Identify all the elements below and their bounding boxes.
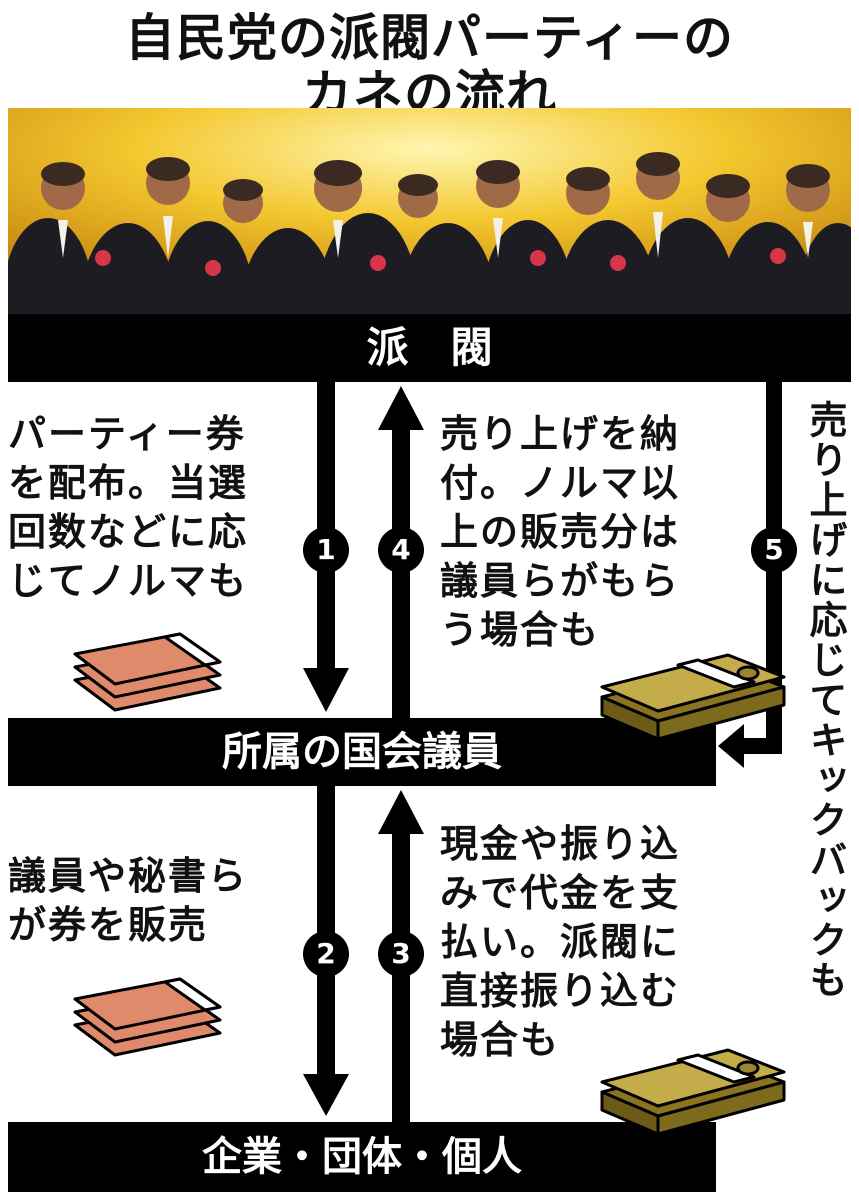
- lawmaker-label: 所属の国会議員: [222, 729, 502, 775]
- step-1-text: パーティー券 を配布。当選 回数などに応 じてノルマも: [8, 410, 248, 606]
- step-3-line: 現金や振り込: [440, 822, 681, 866]
- step-3-line: みで代金を支: [440, 871, 681, 915]
- faction-bar: 派 閥: [8, 314, 851, 382]
- step-3-text: 現金や振り込 みで代金を支 払い。派閥に 直接振り込む 場合も: [440, 820, 680, 1065]
- step-4-badge: 4: [378, 527, 424, 573]
- step-2-text: 議員や秘書ら が券を販売: [8, 852, 248, 950]
- step-4-line: 付。ノルマ以: [440, 461, 681, 505]
- step-1-badge: 1: [303, 527, 349, 573]
- step-2-badge: 2: [303, 931, 349, 977]
- step-4-line: う場合も: [440, 608, 601, 652]
- arrow-4-shaft: [392, 428, 410, 718]
- faction-label: 派 閥: [366, 323, 493, 372]
- arrow-1-shaft: [317, 382, 335, 670]
- step-1-line: 回数などに応: [8, 510, 249, 554]
- step-3-line: 払い。派閥に: [440, 920, 681, 964]
- step-4-line: 売り上げを納: [440, 412, 681, 456]
- step-2-line: が券を販売: [8, 903, 209, 947]
- arrow-3-head: [378, 790, 424, 834]
- step-1-line: じてノルマも: [8, 559, 249, 603]
- arrow-3-shaft: [392, 832, 410, 1122]
- step-3-badge: 3: [378, 931, 424, 977]
- step-4-text: 売り上げを納 付。ノルマ以 上の販売分は 議員らがもら う場合も: [440, 410, 680, 655]
- step-3-line: 直接振り込む: [440, 969, 681, 1013]
- step-5-badge: 5: [751, 527, 797, 573]
- arrow-1-head: [303, 668, 349, 712]
- step-3-line: 場合も: [440, 1018, 561, 1062]
- buyers-bar: 企業・団体・個人: [8, 1122, 716, 1192]
- step-2-line: 議員や秘書ら: [8, 854, 249, 898]
- lawmaker-bar: 所属の国会議員: [8, 718, 716, 786]
- buyers-label: 企業・団体・個人: [202, 1134, 522, 1180]
- arrow-2-head: [303, 1074, 349, 1116]
- step-4-line: 上の販売分は: [440, 510, 681, 554]
- ticket-stack-icon: [73, 632, 222, 712]
- step-1-line: を配布。当選: [8, 461, 249, 505]
- arrow-4-head: [378, 386, 424, 430]
- arrow-5-head: [718, 724, 744, 768]
- title-line-1: 自民党の派閥パーティーの: [125, 9, 734, 67]
- money-bundle-icon: [600, 653, 786, 741]
- arrow-5-elbow: [742, 738, 782, 754]
- money-bundle-icon: [600, 1048, 786, 1136]
- step-4-line: 議員らがもら: [440, 559, 681, 603]
- ticket-stack-icon: [73, 977, 222, 1057]
- party-photo: [8, 108, 851, 314]
- step-1-line: パーティー券: [8, 412, 246, 456]
- step-5-text: 売り上げに応じてキックバックも: [803, 400, 847, 1000]
